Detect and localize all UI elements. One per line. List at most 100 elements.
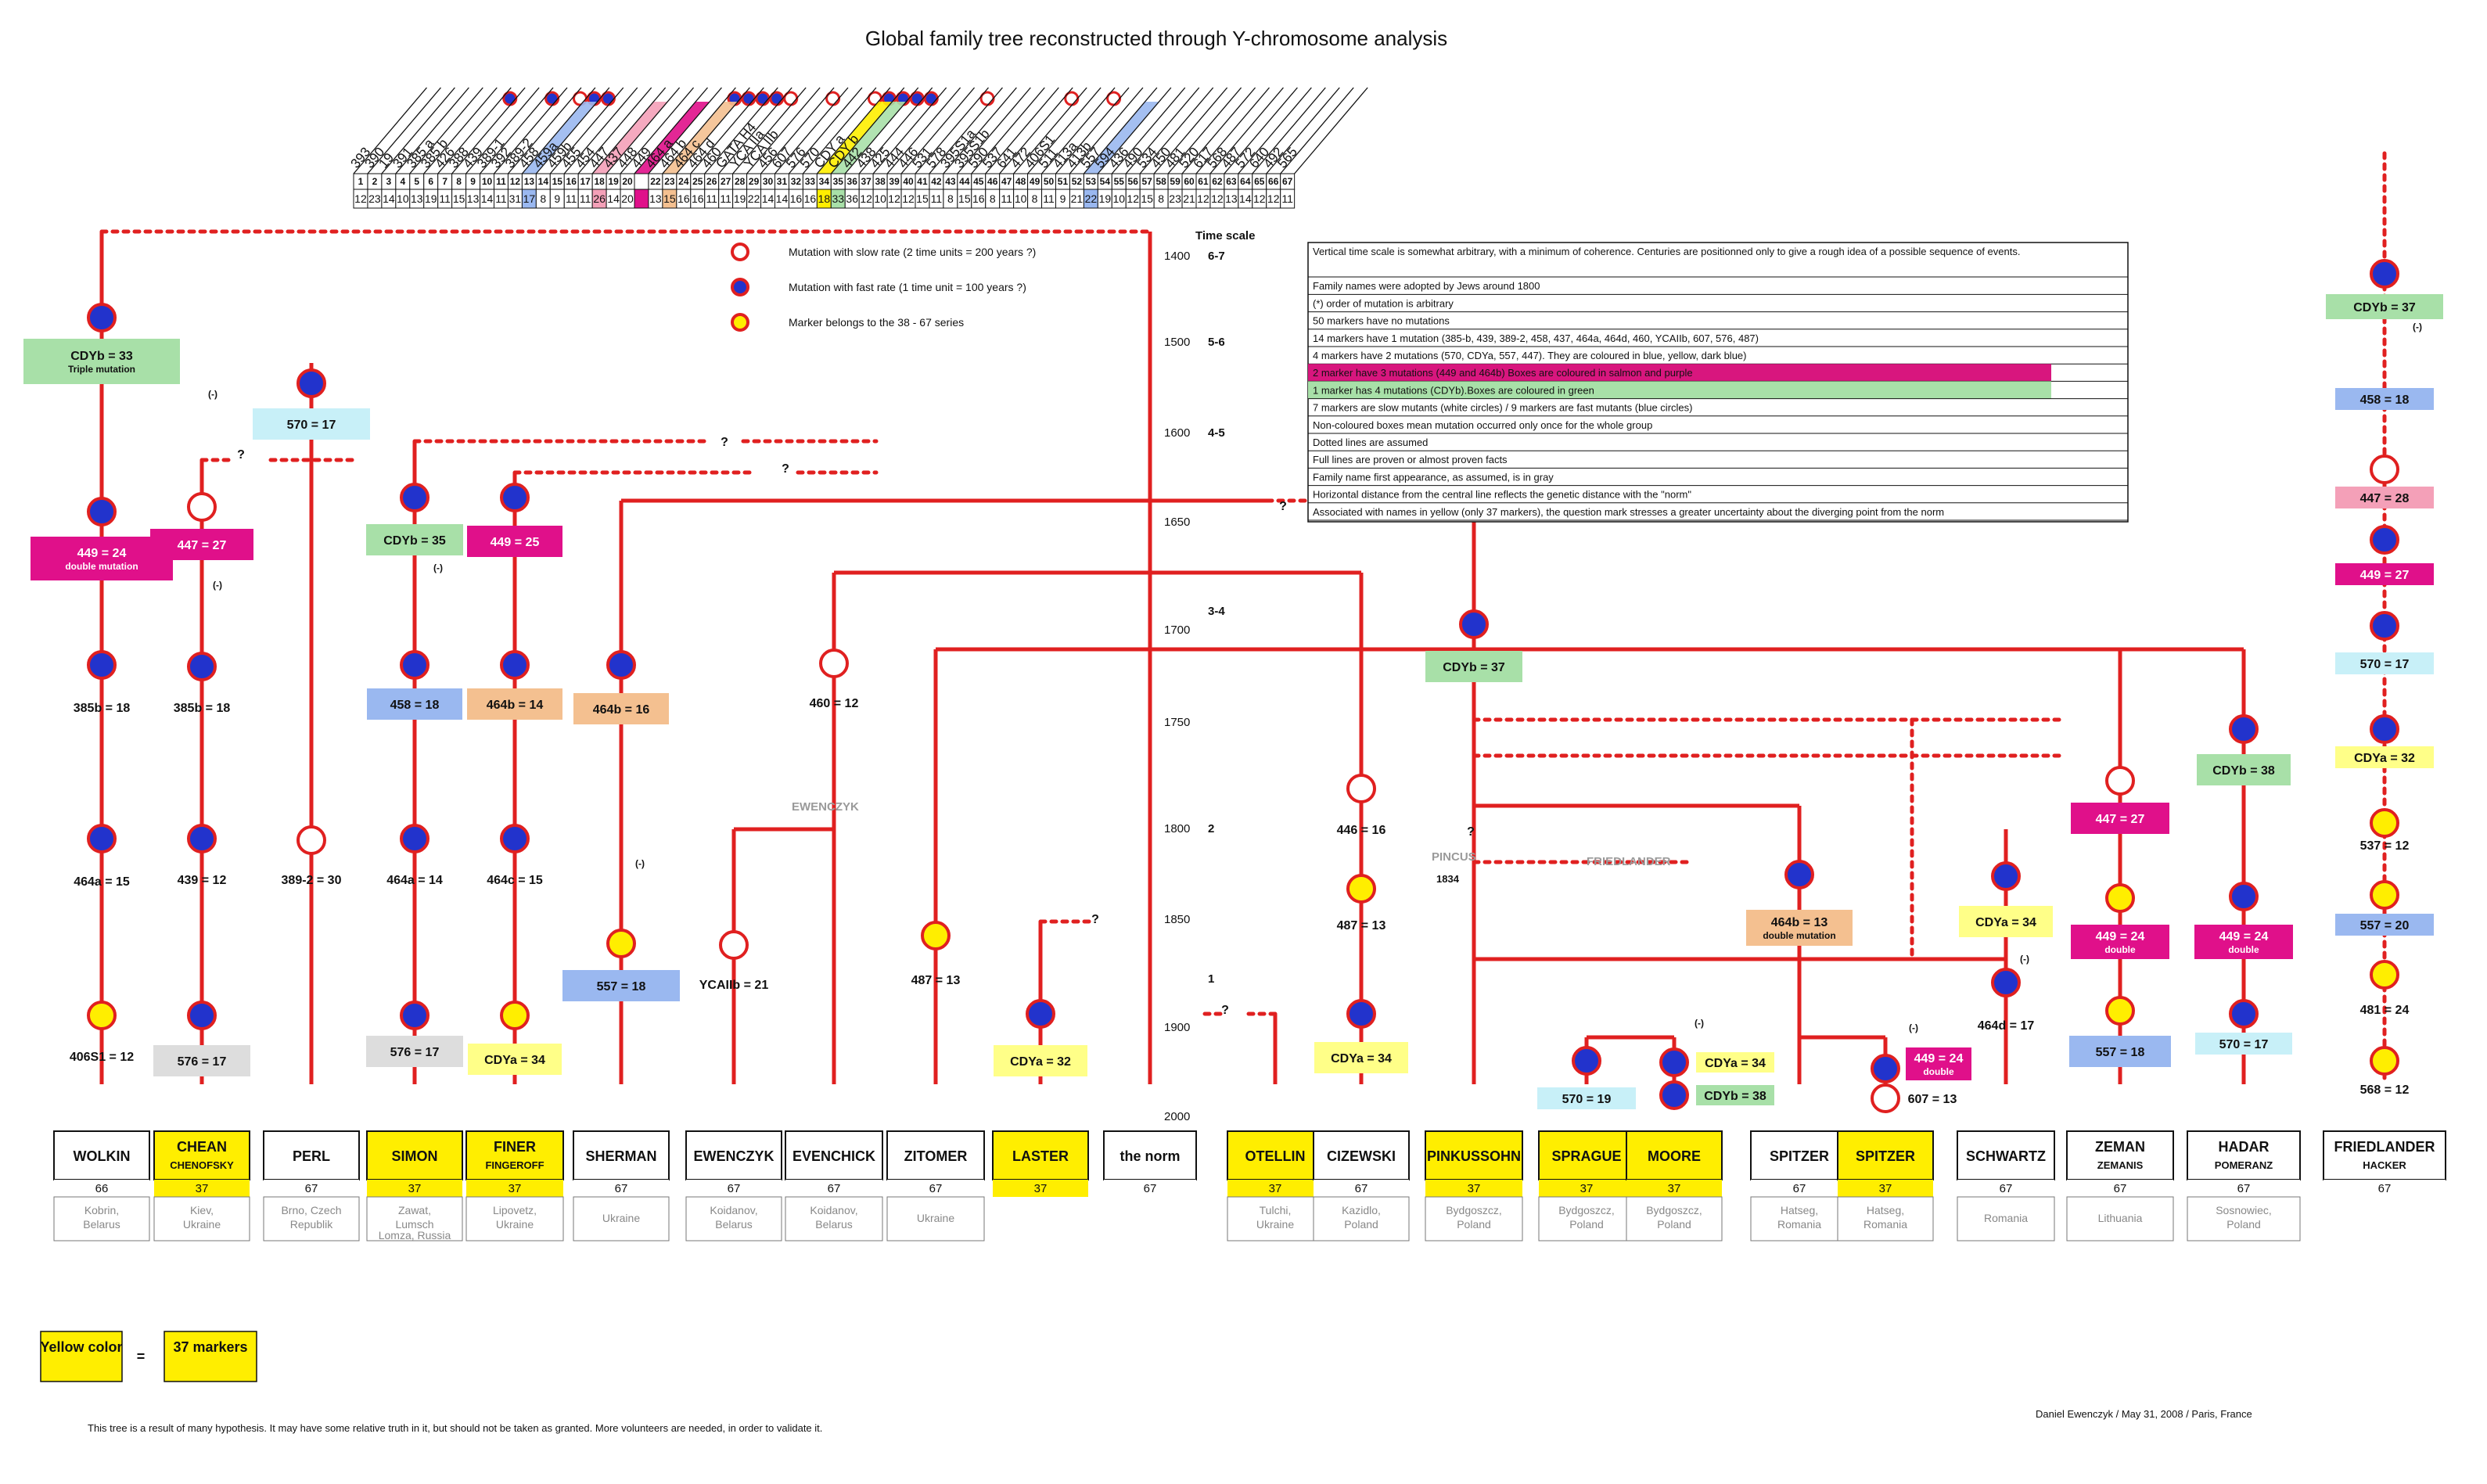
marker-value: 23 [368, 192, 381, 205]
marker-column-divider [802, 87, 877, 174]
time-unit: 3-4 [1208, 605, 1225, 618]
marker-index: 36 [847, 176, 858, 187]
legend-slow: Mutation with slow rate (2 time units = … [789, 246, 1036, 258]
yellow-marker-icon [2370, 1046, 2399, 1076]
marker-value: 11 [720, 192, 731, 205]
family-name: ZEMAN [2095, 1139, 2145, 1155]
marker-index: 66 [1268, 176, 1279, 187]
mutation-label: 570 = 17 [2360, 658, 2410, 671]
marker-index: 19 [608, 176, 619, 187]
bottom-legend: Yellow color = 37 markers [40, 1331, 257, 1382]
marker-column-divider [606, 87, 681, 174]
yellow-marker-icon [500, 1001, 530, 1030]
marker-value: 23 [1169, 192, 1181, 205]
yellow-color-label: Yellow color [40, 1339, 122, 1355]
family-name-box [53, 1130, 150, 1180]
marker-value: 11 [706, 192, 717, 205]
family-location-box [1538, 1196, 1635, 1241]
family-count-box [2187, 1180, 2300, 1197]
note-text: 2 marker have 3 mutations (449 and 464b)… [1313, 367, 1693, 379]
mutation-label: 557 = 18 [2096, 1046, 2145, 1059]
family-count-box [993, 1180, 1088, 1197]
yellow-marker-icon [2370, 880, 2399, 910]
mutation-label: CDYb = 38 [2212, 764, 2275, 778]
family-name-box [1425, 1130, 1523, 1180]
marker-index: 43 [945, 176, 956, 187]
marker-index: 3 [386, 176, 392, 187]
time-year: 1750 [1164, 716, 1190, 729]
family-name: CIZEWSKI [1327, 1148, 1396, 1164]
family-location: Poland [1657, 1218, 1691, 1231]
marker-index: 55 [1114, 176, 1125, 187]
mutation-label: 458 = 18 [390, 699, 440, 712]
marker-value: 13 [649, 192, 662, 205]
family-name: SPITZER [1770, 1148, 1829, 1164]
marker-value: 12 [1211, 192, 1224, 205]
marker-index: 63 [1226, 176, 1237, 187]
mutation-box [2071, 925, 2169, 959]
marker-index: 49 [1030, 176, 1040, 187]
fast-mutation-icon [2370, 714, 2399, 744]
marker-value-cell [1280, 189, 1296, 209]
marker-column-divider [1069, 87, 1144, 174]
diagram-title: Global family tree reconstructed through… [865, 27, 1447, 50]
marker-column-divider [423, 87, 498, 174]
mutation-box [1746, 910, 1853, 946]
marker-column-divider [690, 87, 764, 174]
marker-column-divider [858, 87, 933, 174]
family-name-box [2187, 1130, 2301, 1180]
marker-column-highlight [831, 102, 907, 174]
marker-index: 57 [1141, 176, 1152, 187]
slow-mutation-icon [819, 649, 849, 678]
mutation-label: 449 = 24 [77, 547, 127, 560]
marker-value: 11 [495, 192, 507, 205]
time-year: 1900 [1164, 1021, 1190, 1034]
note-text: Vertical time scale is somewhat arbitrar… [1313, 246, 2020, 257]
marker-column-divider [1252, 87, 1326, 174]
family-name-box [573, 1130, 670, 1180]
family-name: SPITZER [1856, 1148, 1915, 1164]
family-name: SIMON [391, 1148, 437, 1164]
marker-column-divider [999, 87, 1073, 174]
marker-column-divider [732, 87, 807, 174]
marker-column-highlight [817, 102, 893, 174]
mutation-box [573, 693, 669, 724]
fast-mutation-icon [1459, 609, 1489, 639]
family-location: Kiev, [190, 1204, 214, 1216]
marker-value: 10 [397, 192, 409, 205]
family-subname: POMERANZ [2215, 1159, 2273, 1171]
fast-mutation-icon [500, 824, 530, 853]
mutation-label: 464d = 17 [1978, 1019, 2035, 1033]
family-location: Ukraine [602, 1212, 640, 1224]
marker-column-divider [830, 87, 905, 174]
mutation-label: 576 = 17 [178, 1055, 227, 1069]
family-marker-count: 67 [1793, 1182, 1806, 1195]
family-marker-count: 67 [929, 1182, 943, 1195]
family-name-box [992, 1130, 1089, 1180]
order-mark: (-) [213, 580, 222, 591]
mutation-box [150, 529, 253, 560]
family-marker-count: 37 [196, 1182, 209, 1195]
family-marker-count: 67 [615, 1182, 628, 1195]
family-location: Bydgoszcz, [1446, 1204, 1502, 1216]
fast-mutation-icon [400, 824, 429, 853]
marker-value: 11 [1001, 192, 1012, 205]
fast-mutation-icon [1871, 1054, 1900, 1083]
mutation-box [1425, 651, 1522, 682]
family-location-box [153, 1196, 250, 1241]
marker-column-divider [451, 87, 526, 174]
marker-value: 9 [554, 192, 560, 205]
marker-column-divider [1041, 87, 1116, 174]
equals-sign: = [137, 1349, 146, 1364]
family-name: OTELLIN [1245, 1148, 1306, 1164]
mutation-box [467, 526, 562, 557]
marker-value: 16 [972, 192, 985, 205]
family-location-box [1313, 1196, 1410, 1241]
family-marker-count: 67 [2237, 1182, 2251, 1195]
legend-fast: Mutation with fast rate (1 time unit = 1… [789, 281, 1026, 293]
marker-column-divider [634, 87, 708, 174]
marker-value: 8 [540, 192, 546, 205]
note-text: 7 markers are slow mutants (white circle… [1313, 402, 1692, 414]
